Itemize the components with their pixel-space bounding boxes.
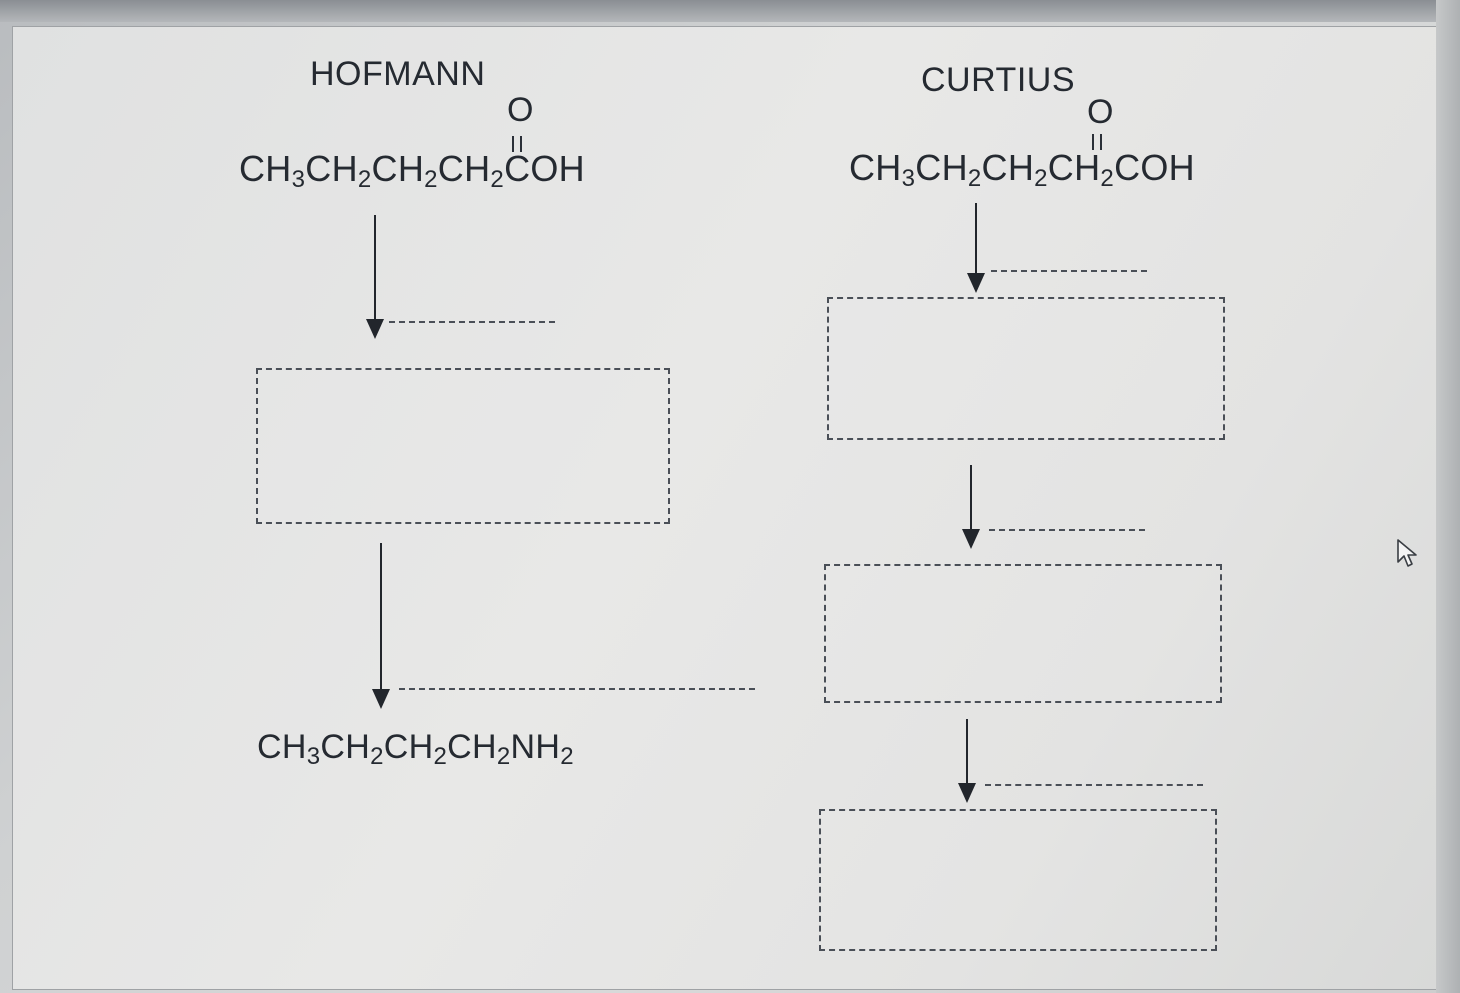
curtius-arrow-2-shaft <box>970 465 972 531</box>
curtius-reagent-1-blank[interactable] <box>991 270 1147 272</box>
hofmann-carbonyl-oxygen: O <box>507 91 534 129</box>
mouse-pointer-icon <box>1397 539 1417 567</box>
curtius-arrow-1-head <box>967 273 985 293</box>
worksheet-screen: HOFMANN O CH3CH2CH2CH2COH CH3CH2CH2CH2NH… <box>12 26 1439 990</box>
monitor-top-edge <box>0 0 1460 22</box>
curtius-intermediate-1-box[interactable] <box>827 297 1225 440</box>
curtius-arrow-3-head <box>958 783 976 803</box>
hofmann-intermediate-box[interactable] <box>256 368 670 524</box>
hofmann-arrow-1-head <box>366 319 384 339</box>
curtius-arrow-3-shaft <box>966 719 968 785</box>
hofmann-arrow-1-shaft <box>374 215 376 321</box>
hofmann-starting-acid: CH3CH2CH2CH2COH <box>239 148 585 193</box>
curtius-heading: CURTIUS <box>921 61 1075 99</box>
worksheet-canvas: HOFMANN O CH3CH2CH2CH2COH CH3CH2CH2CH2NH… <box>13 27 1438 989</box>
hofmann-carbonyl-double-bond <box>512 136 522 152</box>
curtius-carbonyl-double-bond <box>1092 134 1102 150</box>
curtius-arrow-2-head <box>962 529 980 549</box>
curtius-arrow-1-shaft <box>975 203 977 275</box>
hofmann-product-amine: CH3CH2CH2CH2NH2 <box>257 728 574 770</box>
hofmann-arrow-2-shaft <box>380 543 382 691</box>
monitor-right-edge <box>1436 0 1460 993</box>
curtius-reagent-3-blank[interactable] <box>985 784 1203 786</box>
curtius-product-box[interactable] <box>819 809 1217 951</box>
curtius-intermediate-2-box[interactable] <box>824 564 1222 703</box>
hofmann-reagent-2-blank[interactable] <box>399 688 755 690</box>
curtius-reagent-2-blank[interactable] <box>989 529 1145 531</box>
hofmann-heading: HOFMANN <box>310 55 486 93</box>
hofmann-reagent-1-blank[interactable] <box>389 321 555 323</box>
curtius-starting-acid: CH3CH2CH2CH2COH <box>849 147 1195 192</box>
curtius-carbonyl-oxygen: O <box>1087 93 1114 131</box>
hofmann-arrow-2-head <box>372 689 390 709</box>
